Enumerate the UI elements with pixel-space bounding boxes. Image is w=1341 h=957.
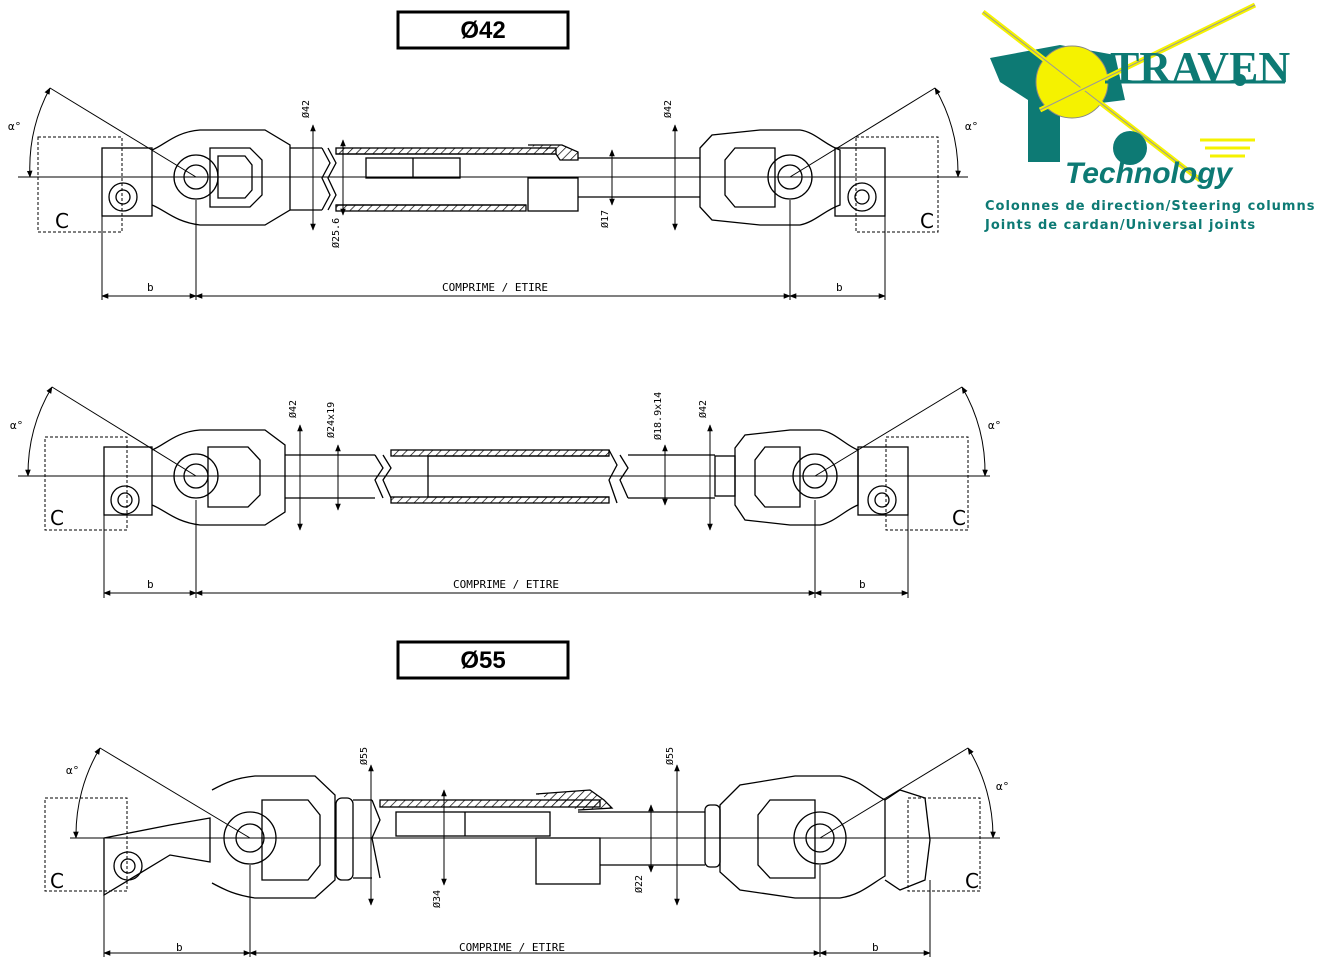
alpha-label: α° xyxy=(988,419,1001,432)
alpha-label: α° xyxy=(8,120,21,133)
dim-d-left: Ø55 xyxy=(358,747,370,765)
drawing-2-labels: α° α° Ø42 Ø24x19 Ø18.9x14 Ø42 b COMPRIME… xyxy=(10,392,1001,591)
alpha-label: α° xyxy=(66,764,79,777)
traven-logo: TRAVEN Technology Colonnes de direction/… xyxy=(981,2,1315,233)
b-label: b xyxy=(147,281,154,294)
drawing-2: C C xyxy=(18,386,990,598)
alpha-label: α° xyxy=(10,419,23,432)
length-label: COMPRIME / ETIRE xyxy=(442,281,548,294)
c-label: C xyxy=(50,506,64,530)
dim-d-tube: Ø34 xyxy=(431,890,443,908)
c-label: C xyxy=(920,209,934,233)
c-label: C xyxy=(952,506,966,530)
dim-d-shaft: Ø17 xyxy=(599,210,611,228)
c-label: C xyxy=(50,869,64,893)
b-label: b xyxy=(176,941,183,954)
logo-brand: TRAVEN xyxy=(1110,43,1290,92)
header-55: Ø55 xyxy=(396,640,570,680)
c-label: C xyxy=(55,209,69,233)
dim-d-tube: Ø24x19 xyxy=(325,402,337,438)
header-55-text: Ø55 xyxy=(460,647,505,674)
logo-line1: Colonnes de direction/Steering columns xyxy=(985,199,1315,214)
drawing-3: C C xyxy=(44,747,1000,957)
length-label: COMPRIME / ETIRE xyxy=(453,578,559,591)
dim-d-tube: Ø25.6 xyxy=(330,218,342,248)
alpha-label: α° xyxy=(965,120,978,133)
b-label: b xyxy=(872,941,879,954)
drawing-3-labels: α° α° Ø55 Ø34 Ø22 Ø55 b COMPRIME / ETIRE… xyxy=(66,747,1009,954)
length-label: COMPRIME / ETIRE xyxy=(459,941,565,954)
logo-sub: Technology xyxy=(1065,157,1234,190)
header-42-text: Ø42 xyxy=(460,17,505,44)
dim-d-right: Ø42 xyxy=(662,100,674,118)
c-label: C xyxy=(965,869,979,893)
logo-line2: Joints de cardan/Universal joints xyxy=(984,218,1256,233)
b-label: b xyxy=(836,281,843,294)
dim-d-right: Ø42 xyxy=(697,400,709,418)
header-42: Ø42 xyxy=(396,10,570,50)
b-label: b xyxy=(147,578,154,591)
dim-d-left: Ø42 xyxy=(287,400,299,418)
dim-d-shaft: Ø22 xyxy=(633,875,645,893)
alpha-label: α° xyxy=(996,780,1009,793)
b-label: b xyxy=(859,578,866,591)
dim-d-left: Ø42 xyxy=(300,100,312,118)
drawing-1: C C xyxy=(18,87,968,300)
dim-d-right: Ø55 xyxy=(664,747,676,765)
dim-d-shaft: Ø18.9x14 xyxy=(652,392,664,440)
drawing-1-labels: α° α° Ø42 Ø25.6 Ø17 Ø42 b COMPRIME / ETI… xyxy=(8,100,978,294)
